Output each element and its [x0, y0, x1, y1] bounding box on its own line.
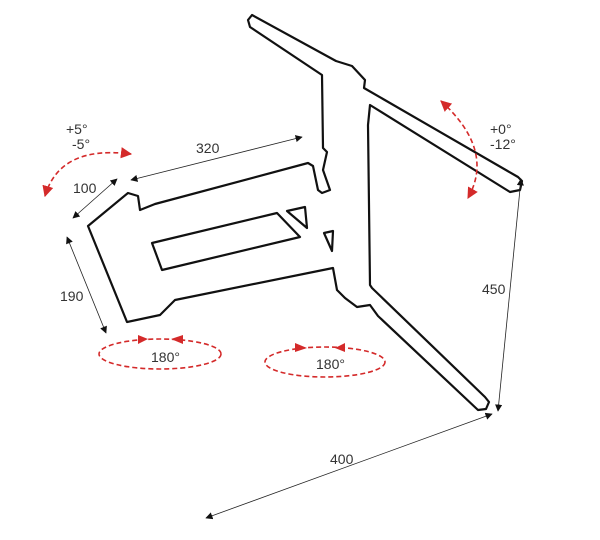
svg-text:-5°: -5°	[72, 136, 90, 152]
svg-text:+0°: +0°	[490, 121, 512, 137]
dimension-320: 320	[130, 135, 303, 182]
svg-text:100: 100	[73, 180, 97, 196]
svg-text:450: 450	[482, 281, 506, 297]
tilt-right-indicator: +0° -12°	[440, 100, 516, 199]
post-notch	[322, 229, 335, 253]
svg-text:190: 190	[60, 288, 84, 304]
svg-text:-12°: -12°	[490, 136, 516, 152]
swivel-left-indicator: 180°	[98, 335, 222, 370]
arm-slot	[150, 211, 302, 272]
tilt-left-indicator: +5° -5°	[42, 121, 133, 198]
svg-text:320: 320	[196, 140, 220, 156]
svg-text:+5°: +5°	[66, 121, 88, 137]
dimension-190: 190	[60, 236, 107, 334]
dimension-450: 450	[482, 178, 524, 412]
svg-text:180°: 180°	[151, 349, 180, 365]
svg-text:400: 400	[330, 451, 354, 467]
dimension-400: 400	[205, 412, 493, 520]
swivel-right-indicator: 180°	[264, 343, 386, 378]
svg-text:180°: 180°	[316, 356, 345, 372]
arm-notch	[285, 205, 309, 230]
